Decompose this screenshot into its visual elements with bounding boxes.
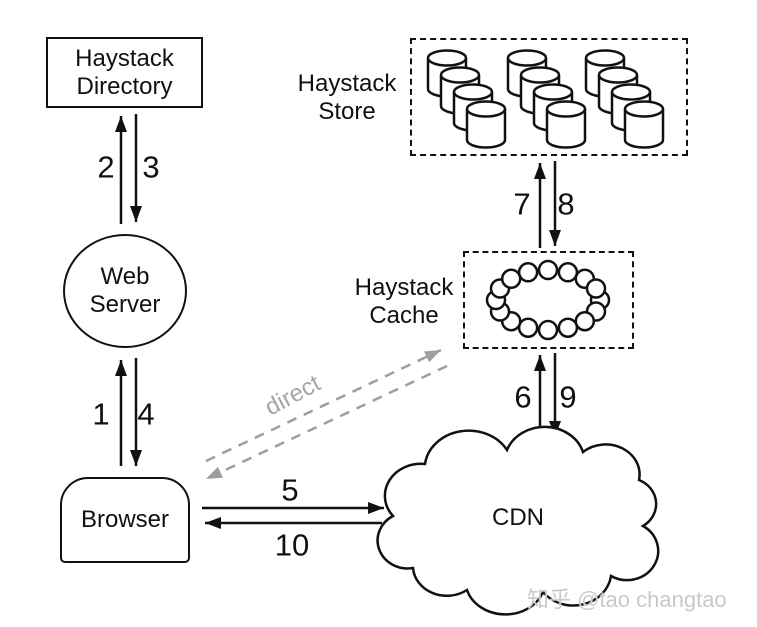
direct-arrows [205,348,448,481]
direct-arrow-to-cache [205,348,442,463]
haystack-cache-label-line1: Haystack [354,274,454,301]
server-ring-icon [485,259,611,341]
haystack-cache-label: Haystack Cache [343,274,465,330]
flow-arrows [115,114,561,529]
haystack-store-label: Haystack Store [286,70,408,126]
haystack-cache-label-line2: Cache [369,302,439,329]
haystack-store-label-line2: Store [318,98,376,125]
direct-arrow-to-browser [205,364,448,481]
cloud-shape [376,425,660,616]
edge-label-8: 8 [557,186,575,222]
edge-label-5: 5 [281,472,299,508]
cdn-label: CDN [492,504,544,531]
edge-label-4: 4 [137,396,155,432]
haystack-store-label-line1: Haystack [297,70,397,97]
edge-label-2: 2 [97,149,115,185]
edge-label-1: 1 [92,396,110,432]
web-server-label-line1: Web [100,263,150,290]
web-server-label-line2: Server [89,291,161,318]
edge-label-10: 10 [274,527,310,563]
edge-label-7: 7 [513,186,531,222]
node-web-server: Web Server [63,234,187,348]
haystack-directory-label-line1: Haystack [75,44,174,72]
haystack-directory-label-line2: Directory [76,72,173,100]
edge-label-6: 6 [514,379,532,415]
edge-label-9: 9 [559,379,577,415]
node-browser: Browser [60,477,190,563]
zhihu-watermark: 知乎 @tao changtao [527,587,727,612]
node-haystack-cache [463,251,634,349]
node-haystack-directory: Haystack Directory [46,37,203,108]
edge-label-3: 3 [142,149,160,185]
browser-label: Browser [80,506,170,533]
node-haystack-store [410,38,688,156]
